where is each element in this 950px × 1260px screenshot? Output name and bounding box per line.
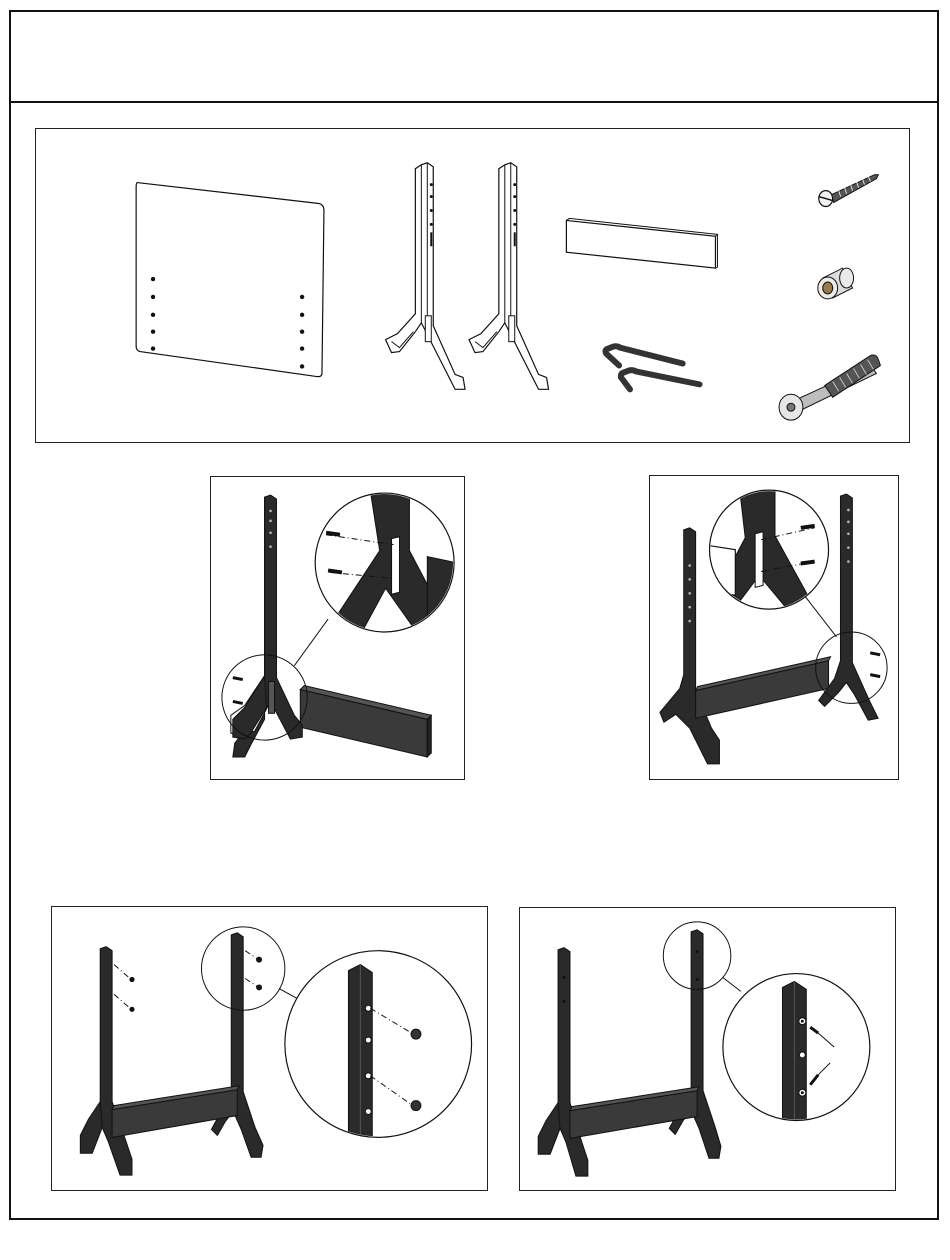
connector-bolt-icon [779,355,880,420]
parts-illustration [36,129,909,442]
step-3-diagram [51,906,488,1191]
leg-frame-icon [386,163,465,390]
allen-key-icon [605,346,682,365]
attach-crossbar-left-diagram [211,477,464,779]
panel-icon [136,182,324,376]
crossbar-icon [566,218,717,268]
wood-screw-icon [819,175,879,207]
step-4-diagram [519,907,896,1191]
tighten-bolts-diagram [520,908,895,1190]
header-band [9,10,939,103]
allen-key-icon [621,370,700,389]
step-2-diagram [649,475,899,780]
barrel-nut-icon [818,268,854,299]
leg-frame-icon [469,163,548,390]
insert-bolts-diagram [52,907,487,1190]
step-1-diagram [210,476,465,780]
parts-list-panel [35,128,910,443]
attach-crossbar-right-diagram [650,476,898,779]
